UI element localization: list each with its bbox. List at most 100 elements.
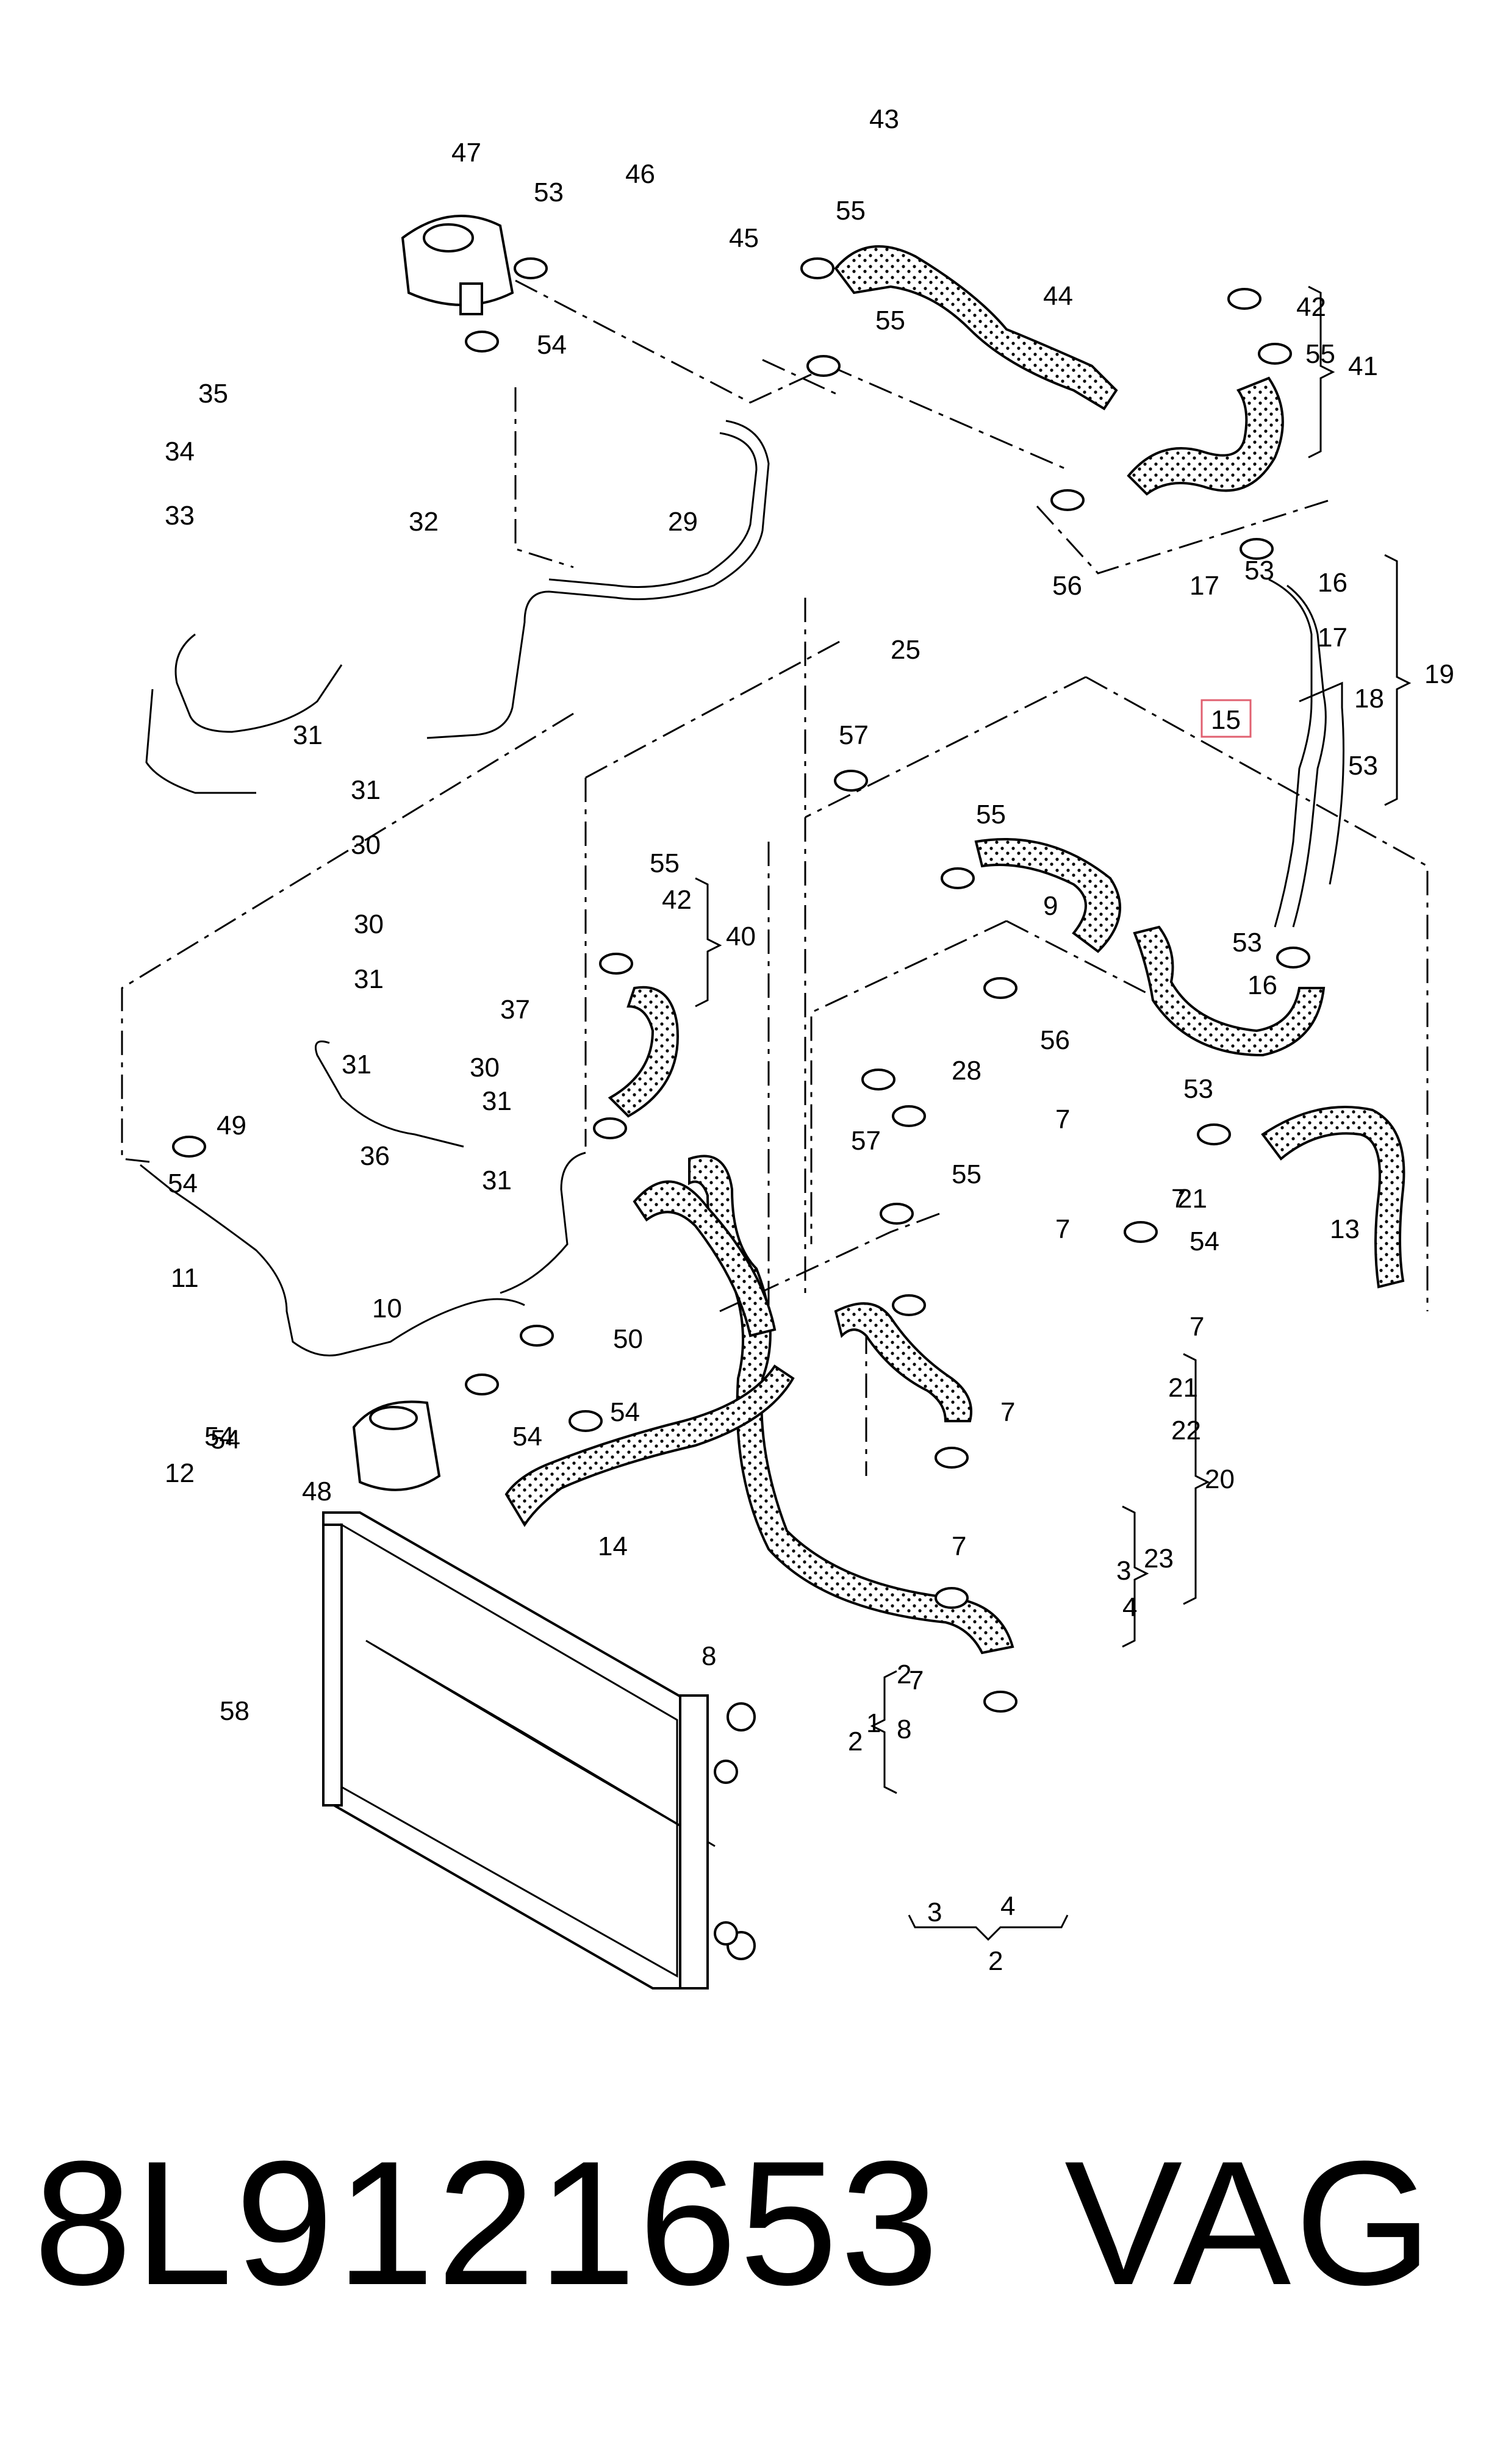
hose-clamp [1258,343,1292,365]
highlight-box-15 [1200,699,1252,738]
callout-44: 44 [1043,281,1073,311]
callout-16: 16 [1318,568,1347,598]
callout-17: 17 [1318,623,1347,653]
hose-clamp [1276,947,1310,969]
hose-clamp [465,331,499,353]
callout-14: 14 [598,1531,628,1561]
part-number-text: 8L9121653 [34,2124,941,2322]
hose-clamp [834,770,868,792]
hose-clamp [941,867,975,889]
clamps [172,257,1310,1713]
expansion-tank-lower [352,1400,441,1491]
callout-57: 57 [851,1126,881,1156]
callout-13: 13 [1330,1214,1360,1244]
callout-55: 55 [976,800,1006,829]
callout-40: 40 [726,922,756,951]
callout-53: 53 [1183,1074,1213,1104]
callout-42: 42 [1296,292,1326,322]
callout-36: 36 [360,1141,390,1171]
callout-30: 30 [470,1053,500,1083]
callout-46: 46 [625,159,655,189]
brand-text: VAG [1064,2124,1436,2322]
callout-23: 23 [1144,1544,1174,1574]
callout-29: 29 [668,507,698,537]
callout-18: 18 [1354,684,1384,714]
callout-37: 37 [500,995,530,1025]
group-brackets [695,285,1412,1941]
hose-clamp [520,1325,554,1347]
hose-clamp [599,953,633,975]
callout-54: 54 [1190,1227,1219,1256]
callout-33: 33 [165,501,195,531]
callout-7: 7 [1171,1184,1186,1214]
callout-43: 43 [869,104,899,134]
callout-45: 45 [729,223,759,253]
callout-3: 3 [927,1897,942,1927]
callout-55: 55 [650,848,680,878]
hose-clamp [514,257,548,279]
expansion-tank-47 [401,215,514,315]
callout-47: 47 [451,138,481,168]
callout-31: 31 [482,1086,512,1116]
callout-19: 19 [1424,659,1454,689]
callout-56: 56 [1040,1025,1070,1055]
callout-49: 49 [217,1111,246,1141]
hose-clamp [569,1410,603,1432]
callout-31: 31 [482,1166,512,1195]
hose-clamp [172,1136,206,1158]
pipes [140,420,1344,1356]
callout-53: 53 [1348,751,1378,781]
callout-10: 10 [372,1294,402,1323]
callout-55: 55 [836,196,866,226]
callout-54: 54 [168,1169,198,1198]
callout-labels: 1222334477777778891011121314151616171718… [165,104,1454,1976]
callout-4: 4 [1000,1891,1015,1921]
callout-3: 3 [1116,1556,1131,1586]
callout-17: 17 [1190,571,1219,601]
callout-8: 8 [702,1641,716,1671]
hose-clamp [892,1294,926,1316]
callout-16: 16 [1247,970,1277,1000]
hose-clamp [861,1069,895,1091]
callout-22: 22 [1171,1416,1201,1445]
callout-9: 9 [1043,891,1058,921]
callout-31: 31 [342,1050,371,1080]
callout-48: 48 [302,1477,332,1506]
callout-34: 34 [165,437,195,467]
callout-54: 54 [537,330,567,360]
callout-56: 56 [1052,571,1082,601]
callout-7: 7 [1190,1312,1204,1342]
hose-clamp [935,1587,969,1609]
callout-58: 58 [220,1696,249,1726]
callout-41: 41 [1348,351,1378,381]
callout-32: 32 [409,507,439,537]
callout-53: 53 [534,177,564,207]
callout-21: 21 [1168,1373,1198,1403]
callout-7: 7 [1055,1105,1070,1134]
callout-12: 12 [165,1458,195,1488]
hose-clamp [1197,1123,1231,1145]
hose-clamp [880,1203,914,1225]
callout-55: 55 [875,306,905,335]
hose-clamp [935,1447,969,1469]
callout-55: 55 [952,1159,981,1189]
hose-clamp [1124,1221,1158,1243]
callout-54: 54 [204,1422,234,1452]
hose-clamp [593,1117,627,1139]
callout-15: 15 [1211,705,1241,735]
callout-42: 42 [662,885,692,915]
hose-clamp [1240,538,1274,560]
callout-53: 53 [1232,928,1262,958]
callout-2: 2 [897,1660,911,1689]
callout-30: 30 [354,909,384,939]
hose-clamp [892,1105,926,1127]
callout-54: 54 [610,1397,640,1427]
hose-clamp [1050,489,1085,511]
hose-clamp [806,355,841,377]
callout-25: 25 [891,635,920,665]
hose-clamp [983,1691,1017,1713]
hose-clamp [1227,288,1261,310]
callout-28: 28 [952,1056,981,1086]
callout-2: 2 [988,1946,1003,1976]
